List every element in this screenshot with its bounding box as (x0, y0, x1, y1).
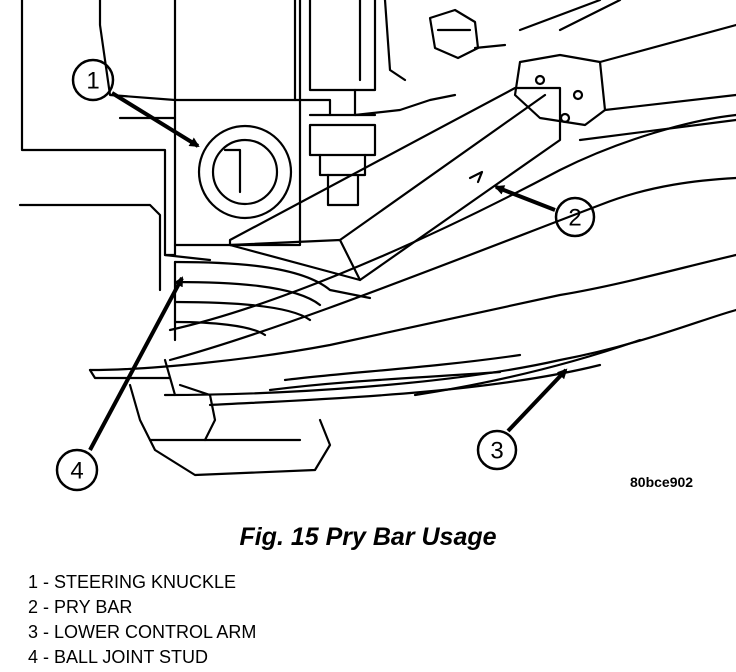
pry-bar-illustration: 1 2 3 4 80bce902 (18, 0, 736, 492)
leader-arrow-4 (88, 276, 184, 451)
legend-list: 1 - STEERING KNUCKLE 2 - PRY BAR 3 - LOW… (28, 570, 256, 670)
callout-circle-2 (554, 196, 596, 238)
figure-caption: Fig. 15 Pry Bar Usage (239, 523, 497, 551)
callout-number-1: 1 (86, 68, 99, 95)
steering-knuckle-drawing (18, 0, 302, 292)
callout-number-3: 3 (490, 438, 503, 465)
legend-item-steering-knuckle: 1 - STEERING KNUCKLE (28, 572, 237, 592)
legend-item-ball-joint-stud: 4 - BALL JOINT STUD (28, 647, 209, 667)
leader-arrow-2 (494, 185, 556, 212)
leader-arrow-3 (506, 368, 568, 433)
ball-joint-flange-drawing (513, 0, 736, 142)
leader-arrow-1 (110, 91, 200, 148)
figure-code: 80bce902 (630, 474, 693, 490)
callout-circle-4 (55, 448, 99, 492)
bolt-and-sensor-drawing (293, 0, 507, 207)
lower-control-arm-drawing (88, 113, 736, 477)
legend-item-lower-control-arm: 3 - LOWER CONTROL ARM (28, 622, 257, 642)
callout-circle-1 (71, 58, 115, 102)
callout-circle-3 (476, 429, 518, 471)
callout-number-4: 4 (70, 458, 83, 485)
callout-number-2: 2 (568, 205, 581, 232)
legend-item-pry-bar: 2 - PRY BAR (28, 597, 133, 617)
